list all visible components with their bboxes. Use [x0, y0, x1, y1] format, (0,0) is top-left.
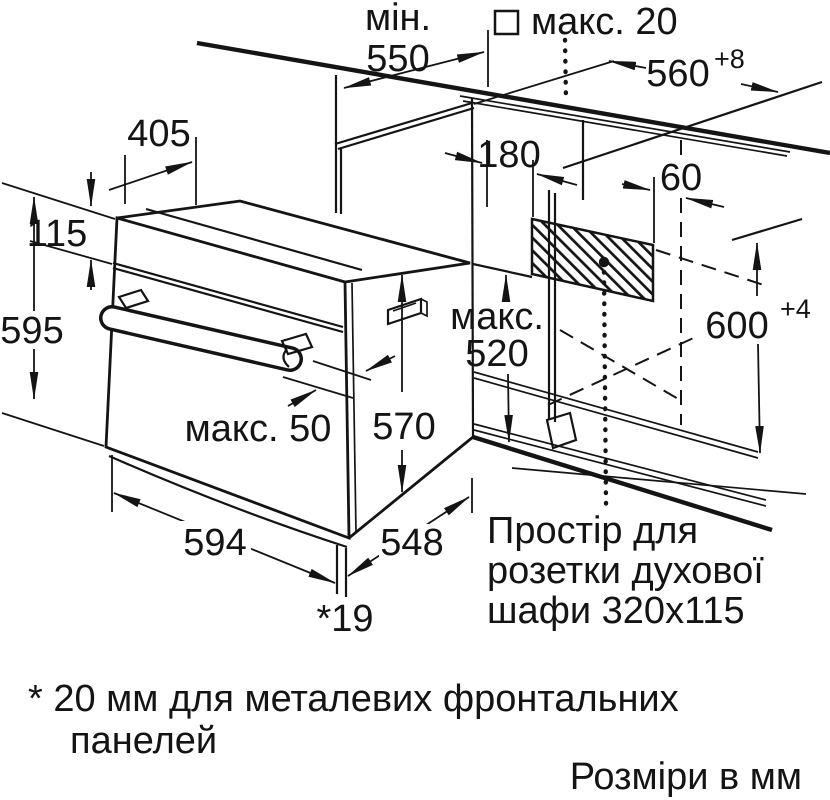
dim-min550-prefix-label: мін.	[365, 0, 431, 39]
dim-600-label: 600	[705, 305, 768, 347]
dim-560-label: 560	[646, 53, 709, 95]
dim-max520-value-label: 520	[465, 333, 528, 375]
door-handle	[99, 288, 314, 372]
ext-50-handle	[312, 360, 372, 381]
dim-115-label: 115	[27, 213, 88, 255]
dim-60-label: 60	[660, 157, 702, 199]
footnote-line1: * 20 мм для металевих фронтальних	[28, 678, 679, 720]
dim-560-tolerance-label: +8	[714, 44, 745, 74]
dim-550	[343, 51, 485, 89]
dim-50-upper-arrow	[365, 354, 396, 372]
dim-60-right-arrow	[685, 197, 725, 209]
dim-180-right-arrow	[536, 173, 578, 186]
dim-180-left-arrow	[444, 151, 483, 164]
footnote-line2: панелей	[70, 720, 217, 762]
oven-side-front-edge	[351, 282, 357, 534]
socket-note-line1: Простір для	[487, 510, 698, 552]
dim-gap19-label: *19	[316, 598, 373, 640]
handle-end-cap-curve	[282, 348, 290, 368]
floor-line	[511, 467, 807, 495]
socket-note-line3: шафи 320x115	[487, 590, 745, 632]
tall-cabinet-top-edge	[562, 80, 823, 170]
dim-548-label: 548	[380, 522, 443, 564]
niche-front-left-edge	[470, 97, 475, 438]
side-panel-foot	[545, 411, 578, 450]
worktop-underside-edge-2	[462, 100, 788, 157]
cabinet-niche	[334, 37, 807, 533]
socket-axis-dotted-upper	[562, 37, 569, 103]
dim-50-lower-arrow	[287, 389, 317, 408]
control-panel-line-2	[112, 266, 344, 334]
handle-bar-inner	[102, 308, 300, 369]
handle-bracket-left	[117, 288, 150, 310]
dim-594-label: 594	[183, 522, 246, 564]
worktop-underside-edge-1	[459, 95, 791, 153]
niche-hidden-top-dashed	[655, 249, 771, 288]
socket-shelf-edge	[472, 262, 533, 279]
floor-front-edge	[472, 434, 773, 533]
oven-front-face	[104, 216, 351, 541]
dim-595-label: 595	[0, 310, 63, 352]
niche-top-edge-2	[337, 106, 475, 151]
cabinet-back-edge	[731, 217, 803, 242]
oven-top-face	[116, 199, 471, 284]
niche-shelf-edge-2	[473, 377, 759, 459]
socket-point	[598, 256, 610, 268]
side-vent-slot	[386, 297, 428, 326]
base-edge-2	[473, 429, 767, 507]
base-edge-1	[473, 423, 767, 501]
socket-area	[530, 217, 655, 303]
label-backgrounds	[8, 301, 815, 559]
ext-115-mid	[29, 240, 113, 265]
oven-top-inner-edge	[145, 207, 363, 272]
dim-600-lower	[755, 343, 764, 454]
worktop-front-edge	[196, 40, 830, 156]
panel-thickness-square-icon	[493, 9, 520, 36]
socket-note-line2: розетки духової	[487, 550, 764, 592]
ext-50-door	[282, 376, 354, 399]
dim-570-label: 570	[372, 406, 435, 448]
dim-600-tolerance-label: +4	[780, 294, 811, 324]
dim-max520-prefix-label: макс.	[450, 296, 544, 338]
ext-595-top	[1, 182, 116, 220]
socket-axis-dotted-lower	[601, 269, 609, 508]
dim-60-left-arrow	[621, 180, 651, 191]
niche-top-edge-extension	[473, 60, 615, 105]
dim-560-left	[608, 60, 647, 71]
dimension-lines	[1, 30, 779, 584]
niche-top-edge-1	[334, 101, 473, 146]
worktop	[196, 40, 830, 242]
dim-min550-value-label: 550	[366, 38, 429, 80]
labels: мін. 550 макс. 20 560 +8 405 115 595 180…	[0, 0, 811, 798]
dim-560-right	[740, 82, 779, 93]
units-note: Розміри в мм	[570, 756, 802, 798]
niche-hidden-bottom-dashed-2	[559, 329, 681, 401]
dim-max50-label: макс. 50	[185, 408, 332, 450]
dim-520-lower-arrow	[504, 373, 513, 443]
niche-shelf-edge-1	[473, 371, 759, 453]
dim-405-arrow	[108, 161, 193, 191]
dim-180-label: 180	[477, 134, 540, 176]
niche-hidden-bottom-dashed-1	[547, 334, 701, 406]
dim-max20-label: макс. 20	[531, 1, 678, 43]
dim-405-label: 405	[127, 113, 190, 155]
socket-space-hatch	[530, 217, 655, 303]
ext-595-bottom	[1, 412, 105, 447]
control-panel-line-1	[112, 261, 344, 329]
